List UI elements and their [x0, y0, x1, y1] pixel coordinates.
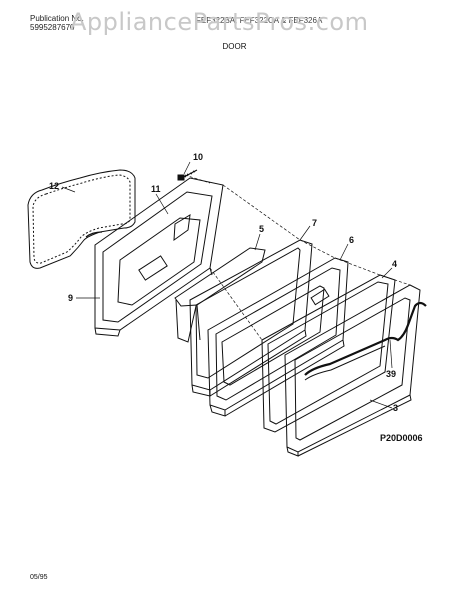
- callout-3: 3: [393, 403, 398, 413]
- callout-12: 12: [49, 181, 59, 191]
- publication-number: 5995287670: [30, 23, 75, 32]
- leader-lines: [61, 161, 411, 409]
- callout-7: 7: [312, 218, 317, 228]
- section-title: DOOR: [222, 42, 247, 51]
- callout-39: 39: [386, 369, 396, 379]
- callout-4: 4: [392, 259, 397, 269]
- gasket-part: [27, 169, 136, 269]
- model-line: FEF322BA, FEF322CA & FEF326A: [196, 16, 323, 25]
- callout-10: 10: [193, 152, 203, 162]
- callout-9: 9: [68, 293, 73, 303]
- publication-label: Publication No.: [30, 14, 84, 23]
- callout-11: 11: [151, 184, 161, 194]
- diagram-code: P20D0006: [380, 433, 423, 443]
- footer-date: 05/95: [30, 574, 48, 581]
- door-handle-part: [304, 301, 427, 376]
- callout-6: 6: [349, 235, 354, 245]
- watermark: AppliancePartsPros.com: [70, 8, 369, 36]
- window-pack-part: [207, 257, 349, 417]
- insulation-part: [174, 247, 266, 343]
- callout-5: 5: [259, 224, 264, 234]
- door-glass-part: [261, 274, 396, 433]
- screw-part: [177, 169, 198, 181]
- inner-door-frame-part: [94, 177, 224, 337]
